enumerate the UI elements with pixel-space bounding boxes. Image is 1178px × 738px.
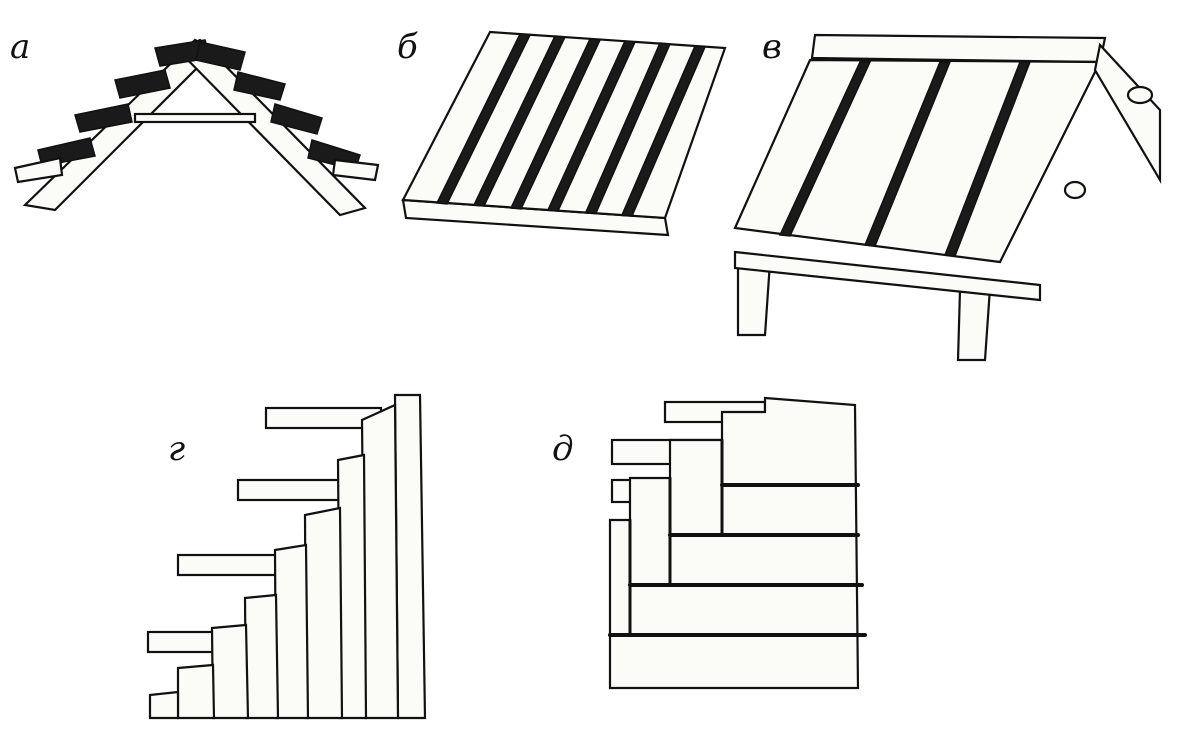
roof-plank-seams: [778, 61, 1032, 257]
panel-b-grooves: [435, 33, 707, 217]
purlin-end-2: [1063, 180, 1087, 200]
collar-tie: [133, 112, 257, 124]
panel-b: б: [397, 27, 727, 237]
side-rafter: [1093, 42, 1162, 185]
panel-label-g: г: [168, 429, 185, 469]
panel-label-d: д: [552, 429, 574, 469]
shingle-courses: [608, 438, 867, 637]
post-left: [736, 260, 772, 337]
boards-g: [148, 393, 427, 720]
beam: [733, 250, 1042, 302]
panel-label-v: в: [762, 27, 782, 67]
panel-label-a: а: [10, 27, 30, 67]
panel-v: в: [733, 27, 1162, 362]
shingle-block: [608, 396, 860, 690]
purlin-end: [1126, 85, 1154, 105]
battens-g: [146, 406, 383, 654]
right-rafter: [178, 38, 368, 217]
panel-d: д: [552, 396, 867, 690]
panel-a: а: [10, 27, 380, 217]
ridge-board: [810, 33, 1107, 64]
panel-label-b: б: [397, 27, 418, 67]
right-step-boards: [195, 41, 380, 182]
panel-g: г: [146, 393, 427, 720]
left-step-boards: [13, 39, 211, 184]
post-right: [956, 286, 992, 362]
